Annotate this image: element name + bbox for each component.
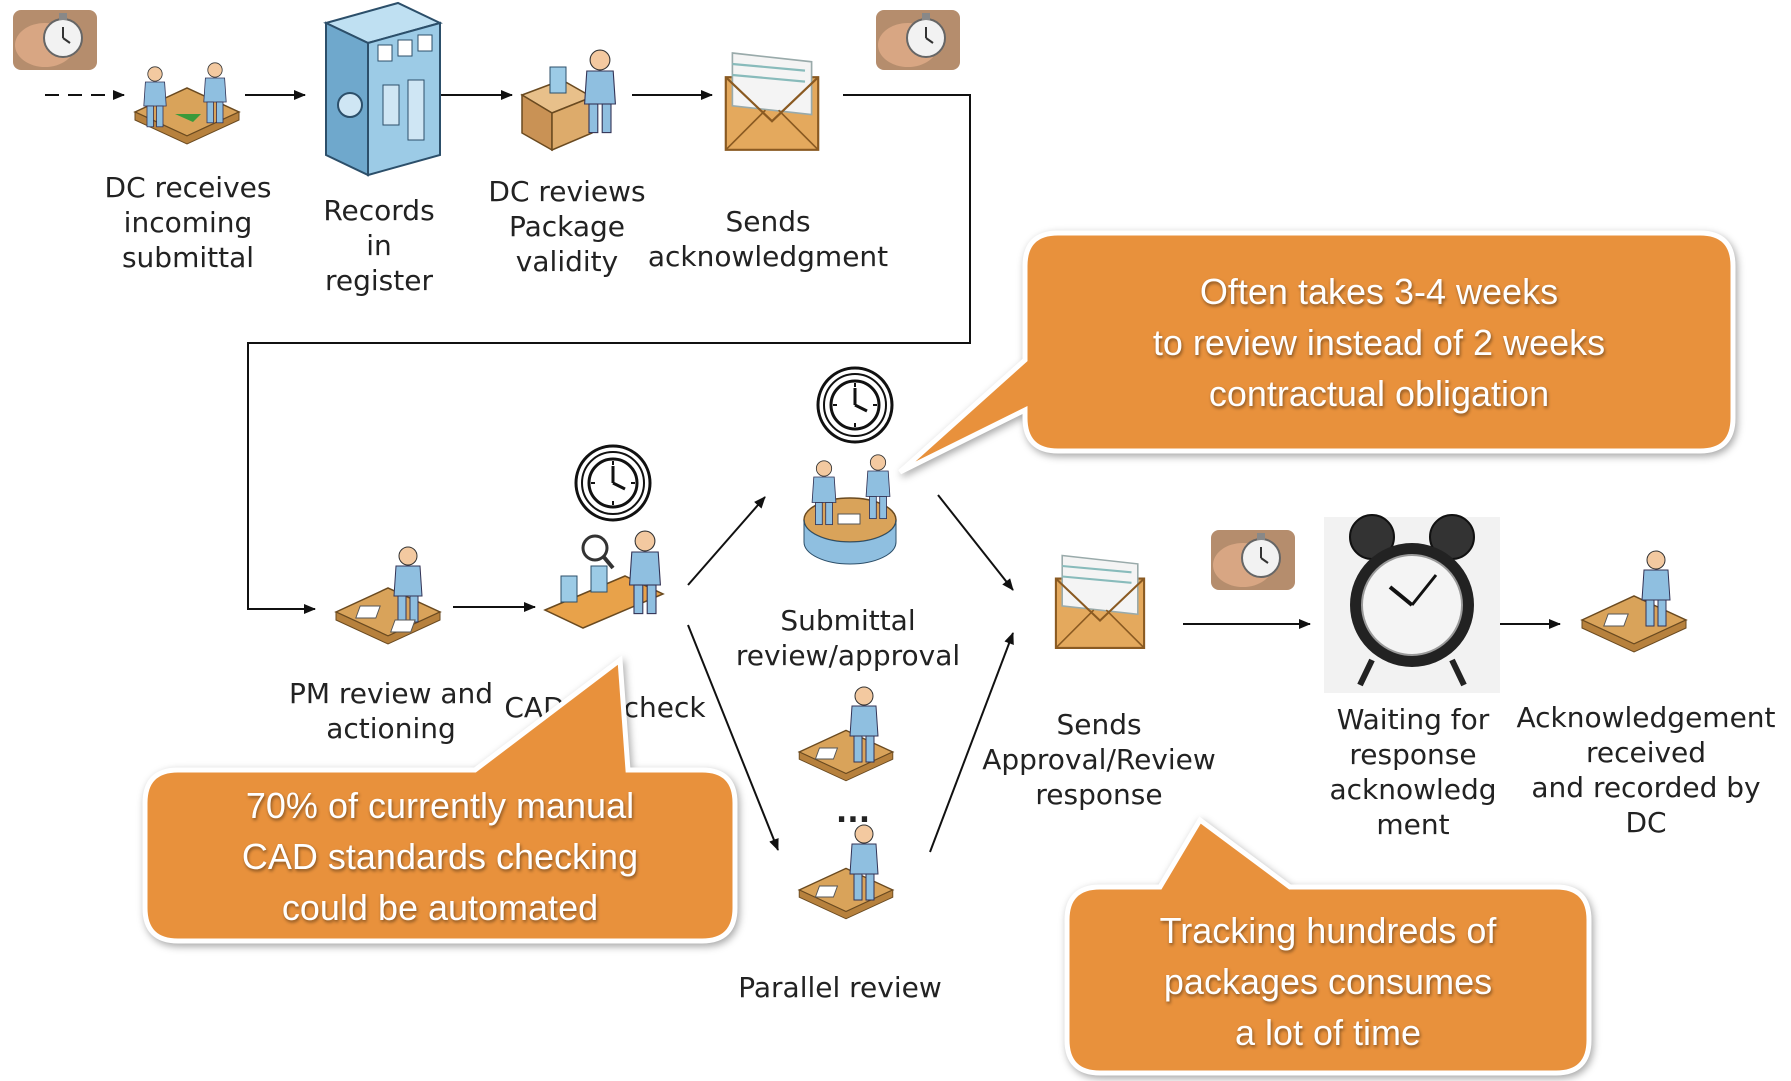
wall-clock-icon — [816, 366, 894, 444]
step-label-records: Records in register — [323, 194, 435, 297]
arrow-parallel-to-response — [929, 632, 1014, 853]
wall-clock-icon — [574, 444, 652, 522]
step-label-cad-qa: CAD QA check — [504, 691, 706, 724]
stopwatch-icon — [875, 9, 961, 71]
desk-worker-icon — [798, 686, 894, 782]
server-cabinet-icon — [323, 1, 443, 177]
step-label-sends-response: Sends Approval/Review response — [982, 708, 1216, 811]
arrow-submittal-to-response — [937, 494, 1014, 591]
step-label-ack-received: Acknowledgement received and recorded by… — [1516, 701, 1776, 839]
step-label-waiting: Waiting for response acknowledg ment — [1329, 703, 1497, 841]
step-label-parallel-review: Parallel review — [738, 971, 942, 1004]
step-label-receive: DC receives incoming submittal — [104, 171, 272, 274]
desk-worker-icon — [335, 546, 441, 645]
parallel-ellipsis: ... — [835, 795, 871, 830]
conference-table-icon — [803, 454, 897, 565]
magnifier-conveyor-icon — [543, 530, 665, 629]
step-label-pm-review: PM review and actioning — [288, 677, 494, 745]
package-review-icon — [520, 49, 616, 152]
arrow-cad-to-submittal — [687, 496, 766, 586]
desk-worker-icon — [798, 824, 894, 920]
connectors — [45, 90, 1561, 853]
meeting-people-icon — [134, 62, 240, 145]
stopwatch-icon — [12, 9, 98, 71]
step-label-review-validity: DC reviews Package validity — [488, 175, 646, 278]
stopwatch-icon — [1210, 529, 1296, 591]
alarm-clock-icon — [1324, 514, 1500, 693]
step-label-sends-ack: Sends acknowledgment — [647, 205, 889, 273]
desk-worker-icon — [1581, 550, 1687, 653]
connector-ack-to-pm-review — [247, 94, 971, 614]
step-label-submittal-review: Submittal review/approval — [735, 604, 961, 672]
envelope-icon — [1054, 554, 1146, 649]
envelope-icon — [724, 51, 820, 151]
